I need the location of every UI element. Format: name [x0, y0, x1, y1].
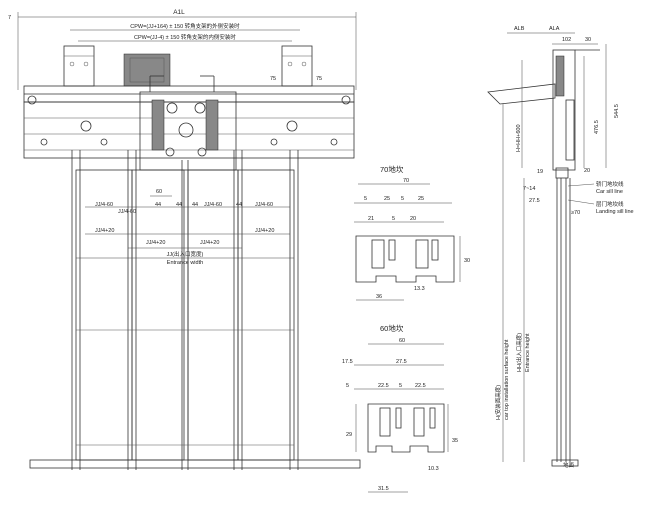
door-operator-mechanism [139, 75, 237, 171]
ala-label: ALA [549, 26, 560, 32]
landing-sill-cn: 层门地坎线 [596, 200, 624, 208]
side-d476-5: 476.5 [594, 120, 600, 134]
cpw-outer-label: CPW=(JJ+164) ± 150 转角支架的外侧安装时 [130, 22, 240, 30]
plus-3: JJ/4+20 [200, 240, 219, 246]
side-d544-5: 544.5 [614, 104, 620, 118]
sill70-profile [355, 235, 455, 283]
side-hh600: H=HH+600 [516, 124, 522, 152]
sill60-d35: 35 [452, 438, 458, 444]
side-d19: 19 [537, 169, 543, 175]
sill-70-section: 70地坎 70 5 25 5 25 21 5 20 30 13.3 36 [354, 164, 470, 301]
door-panel-3 [187, 169, 239, 461]
sill70-d36: 36 [376, 294, 382, 300]
dim-60: 60 [156, 189, 162, 195]
sill60-d31-5: 31.5 [378, 486, 389, 492]
sill60-d5b: 5 [399, 383, 402, 389]
sill-base [29, 459, 361, 469]
sill70-d30: 30 [464, 258, 470, 264]
side-d27-5: 27.5 [529, 198, 540, 204]
door-hanger-plate [23, 101, 355, 159]
sill70-d5a: 5 [364, 196, 367, 202]
seg-left-1: JJ/4-60 [95, 202, 113, 208]
door-motor [123, 53, 171, 87]
entrance-width-cn: JJ(出入口宽度) [167, 250, 204, 258]
sill60-d29: 29 [346, 432, 352, 438]
dim-75-b: 75 [316, 76, 322, 82]
sill70-d25a: 25 [384, 196, 390, 202]
dim-44-b: 44 [176, 202, 182, 208]
hh-entrance-en: Entrance height [525, 333, 531, 372]
landing-sill-en: Landing sill line [596, 209, 634, 215]
sill70-d70: 70 [403, 178, 409, 184]
sill60-d22-5b: 22.5 [415, 383, 426, 389]
sill70-d5b: 5 [401, 196, 404, 202]
side-d102: 102 [562, 37, 571, 43]
seg-right-1: JJ/4-60 [204, 202, 222, 208]
side-d20: 20 [584, 168, 590, 174]
sill60-d27-5: 27.5 [396, 359, 407, 365]
sill70-d25b: 25 [418, 196, 424, 202]
sill60-d10-3: 10.3 [428, 466, 439, 472]
sill-60-title: 60地坎 [380, 323, 404, 333]
h-installation-cn: H(安装面高度) [494, 385, 502, 420]
car-top-plate [487, 83, 556, 105]
alb-label: ALB [514, 26, 525, 32]
plus-1: JJ/4+20 [95, 228, 114, 234]
a1l-label: A1L [173, 9, 185, 16]
sill60-profile [367, 403, 445, 453]
entrance-width-en: Entrance width [167, 260, 203, 266]
car-sill-cn: 轿门地坎线 [596, 180, 624, 188]
side-d7-14: 7~14 [523, 186, 535, 192]
h-installation-en: car top installation surface height [504, 339, 510, 420]
sill70-d13-3: 13.3 [414, 286, 425, 292]
plus-2: JJ/4+20 [146, 240, 165, 246]
sill60-d60: 60 [399, 338, 405, 344]
sill60-d17-5: 17.5 [342, 359, 353, 365]
right-bracket [281, 45, 313, 87]
sill-60-section: 60地坎 60 17.5 27.5 5 22.5 5 22.5 29 35 10… [342, 323, 458, 493]
cpw-inner-label: CPW=(JJ-4) ± 150 转角支架的内侧安装时 [134, 33, 236, 41]
side-floor [551, 459, 579, 467]
door-panel-2 [131, 169, 185, 461]
car-sill-en: Car sill line [596, 189, 623, 195]
dim-75-a: 75 [270, 76, 276, 82]
front-view: 7 A1L CPW=(JJ+164) ± 150 转角支架的外侧安装时 CPW=… [8, 9, 361, 470]
sill70-d20: 20 [410, 216, 416, 222]
plus-4: JJ/4+20 [255, 228, 274, 234]
dim-44-c: 44 [192, 202, 198, 208]
side-d-ge70: ≥70 [571, 210, 580, 216]
dim-44-d: 44 [236, 202, 242, 208]
operator-body [552, 49, 576, 171]
floor-mark: 地面 [563, 461, 575, 469]
sill60-d5a: 5 [346, 383, 349, 389]
hh-entrance-cn: HH(出入口高度) [515, 333, 523, 372]
corner-mark: 7 [8, 15, 11, 21]
sill60-d22-5a: 22.5 [378, 383, 389, 389]
seg-left-2: JJ/4-60 [118, 209, 136, 215]
seg-right-2: JJ/4-60 [255, 202, 273, 208]
side-d30: 30 [585, 37, 591, 43]
dim-44-a: 44 [155, 202, 161, 208]
sill-70-title: 70地坎 [380, 164, 404, 174]
sill70-d5c: 5 [392, 216, 395, 222]
sill70-d21: 21 [368, 216, 374, 222]
side-view: ALB ALA 102 30 476.5 544.5 H=HH+600 19 7… [487, 26, 634, 469]
door-panel-4 [237, 169, 295, 461]
left-bracket [63, 45, 95, 87]
